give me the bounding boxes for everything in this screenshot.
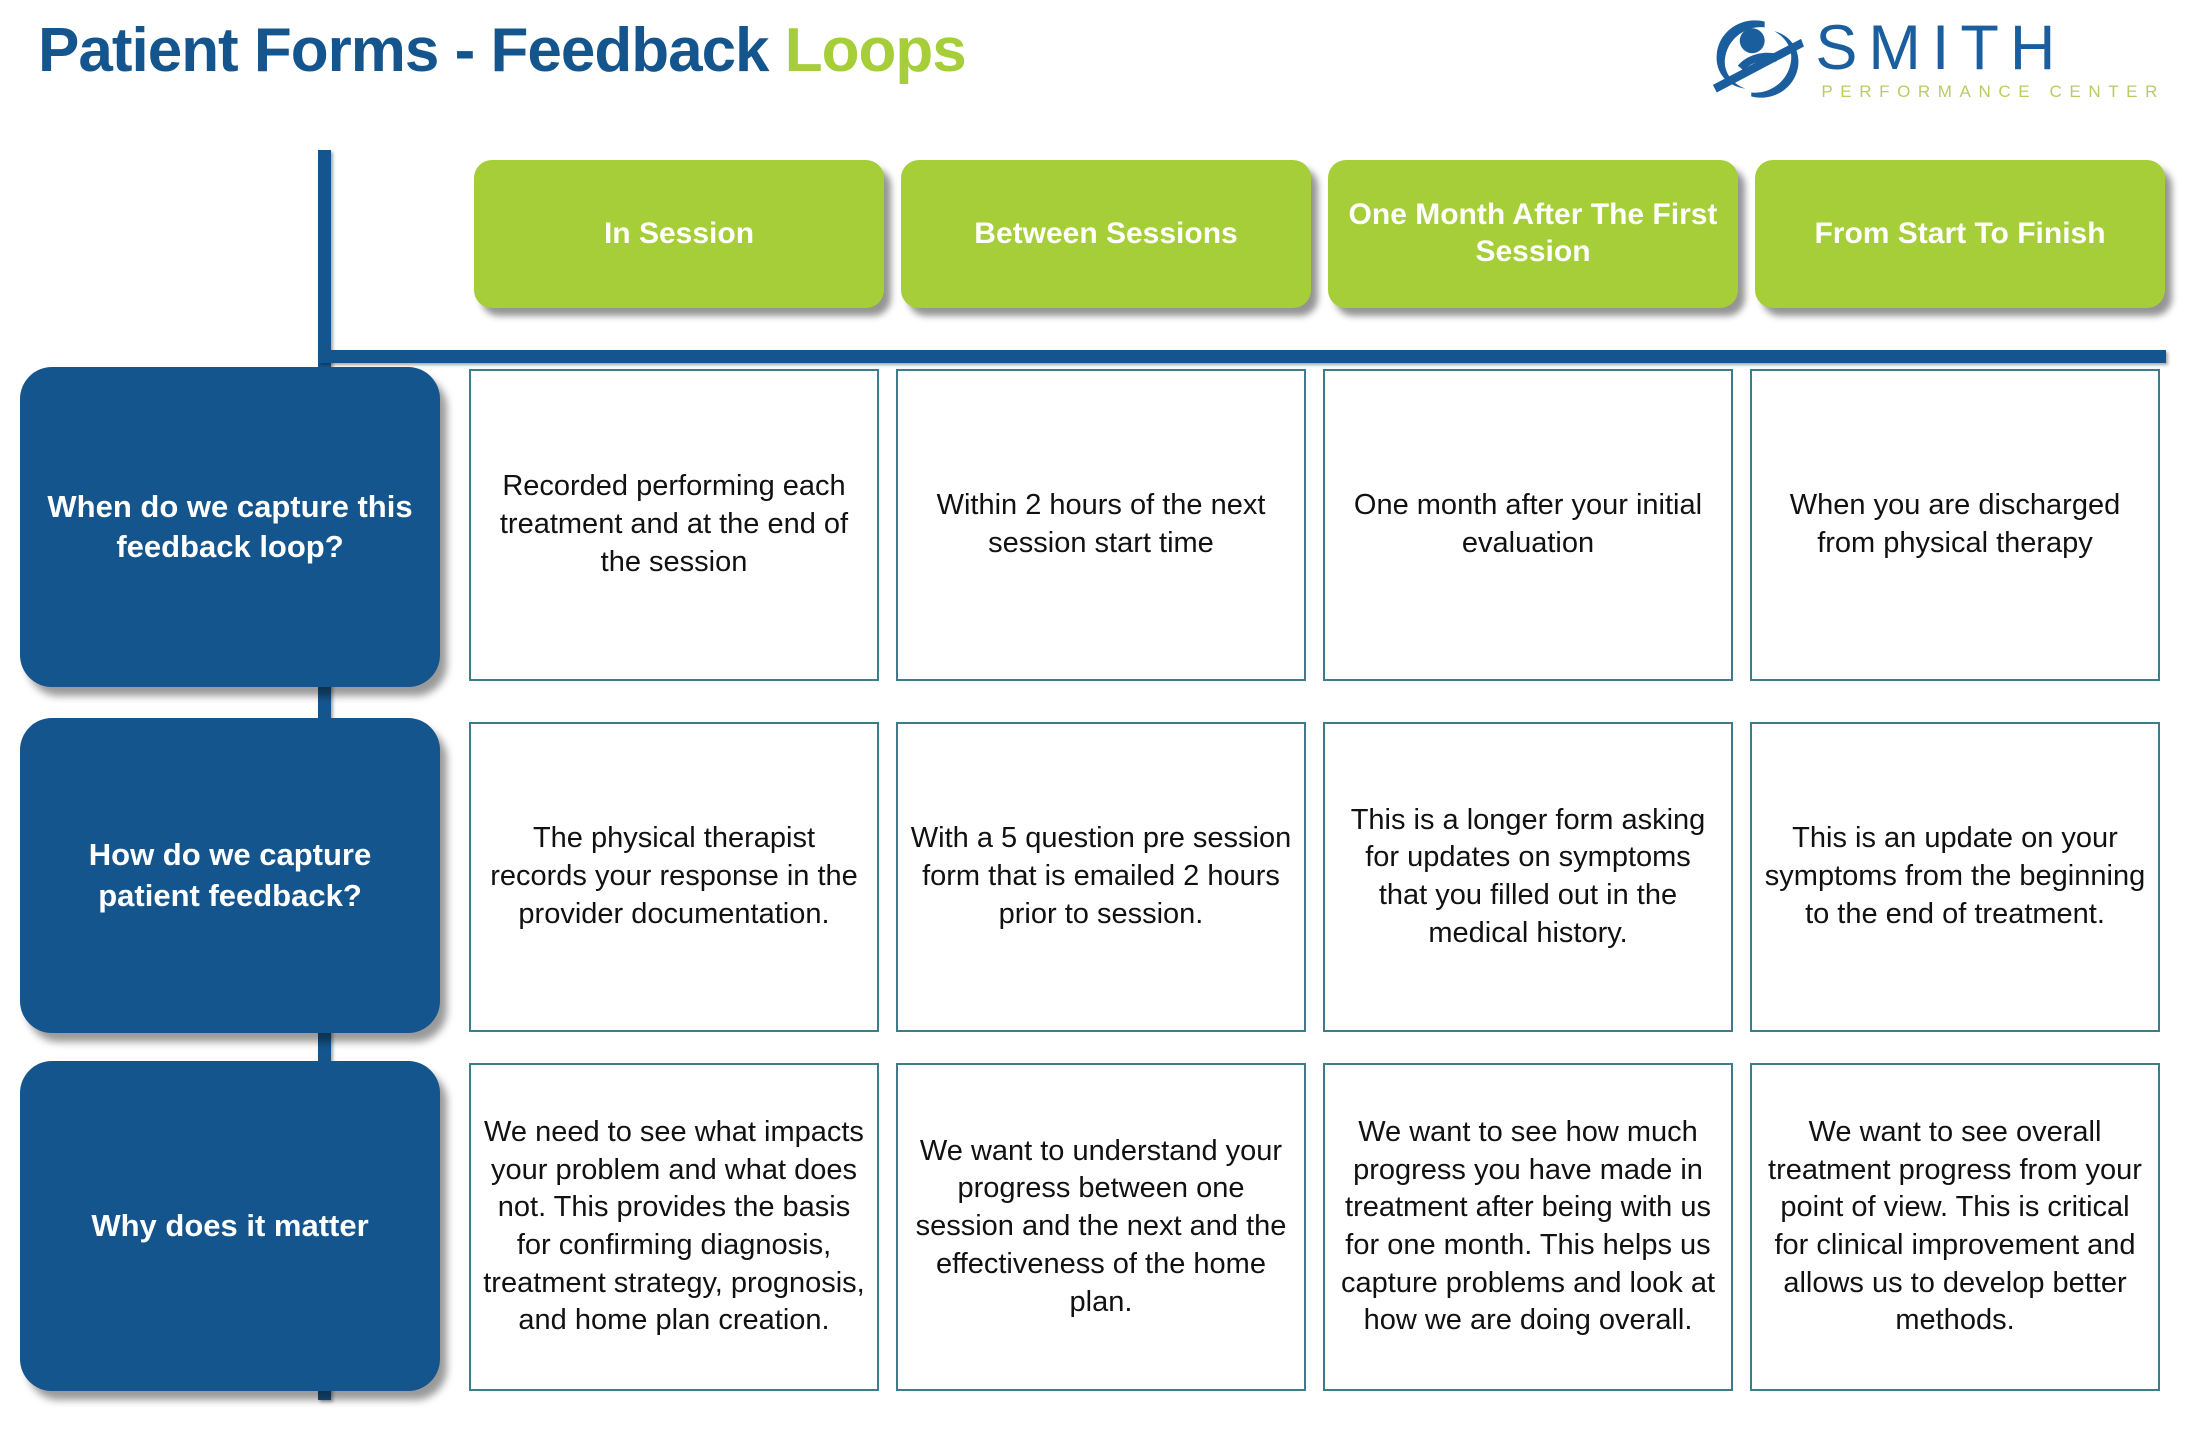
row-label-text: How do we capture patient feedback? — [88, 837, 372, 913]
table-cell: We want to see overall treatment progres… — [1750, 1063, 2160, 1391]
table-cell: This is an update on your symptoms from … — [1750, 722, 2160, 1032]
cell-text: This is an update on your symptoms from … — [1764, 822, 2146, 930]
column-header-label: One Month After The First Session — [1348, 198, 1718, 268]
table-cell: The physical therapist records your resp… — [469, 722, 879, 1032]
row-label-text: When do we capture this feedback loop? — [47, 488, 413, 564]
row-label-how-do-we-capture[interactable]: How do we capture patient feedback? — [20, 718, 440, 1033]
table-cell: We want to understand your progress betw… — [896, 1063, 1306, 1391]
smith-performance-center-logo: SMITH PERFORMANCE CENTER — [1709, 8, 2165, 108]
page-title: Patient Forms - Feedback Loops — [38, 20, 967, 82]
cell-text: Recorded performing each treatment and a… — [499, 470, 849, 578]
page-title-primary: Patient Forms - Feedback — [38, 16, 770, 85]
cell-text: The physical therapist records your resp… — [490, 822, 858, 930]
cell-text: We want to see overall treatment progres… — [1768, 1115, 2142, 1337]
table-cell: We need to see what impacts your problem… — [469, 1063, 879, 1391]
table-cell: With a 5 question pre session form that … — [896, 722, 1306, 1032]
cell-text: This is a longer form asking for updates… — [1350, 803, 1706, 949]
page-title-accent: Loops — [784, 16, 967, 85]
column-header-in-session[interactable]: In Session — [474, 160, 884, 308]
table-cell: When you are discharged from physical th… — [1750, 369, 2160, 681]
column-header-label: Between Sessions — [974, 216, 1238, 250]
cell-text: With a 5 question pre session form that … — [910, 822, 1292, 930]
table-cell: Within 2 hours of the next session start… — [896, 369, 1306, 681]
cell-text: We want to see how much progress you hav… — [1341, 1115, 1715, 1337]
logo-wordmark: SMITH — [1815, 12, 2067, 83]
table-cell: Recorded performing each treatment and a… — [469, 369, 879, 681]
horizontal-divider-rail — [318, 350, 2166, 363]
cell-text: Within 2 hours of the next session start… — [936, 489, 1266, 559]
row-label-text: Why does it matter — [91, 1207, 369, 1243]
table-cell: We want to see how much progress you hav… — [1323, 1063, 1733, 1391]
row-label-why-does-it-matter[interactable]: Why does it matter — [20, 1061, 440, 1391]
logo-tagline: PERFORMANCE CENTER — [1821, 82, 2165, 102]
cell-text: When you are discharged from physical th… — [1789, 489, 2121, 559]
column-header-label: In Session — [603, 216, 755, 250]
smith-swoosh-logo-icon — [1713, 20, 1805, 98]
column-header-label: From Start To Finish — [1814, 216, 2106, 250]
logo-text-block: SMITH PERFORMANCE CENTER — [1815, 12, 2165, 102]
column-header-from-start-to-finish[interactable]: From Start To Finish — [1755, 160, 2165, 308]
cell-text: We want to understand your progress betw… — [915, 1134, 1287, 1318]
row-label-when-do-we-capture[interactable]: When do we capture this feedback loop? — [20, 367, 440, 687]
column-header-one-month-after-first-session[interactable]: One Month After The First Session — [1328, 160, 1738, 308]
cell-text: We need to see what impacts your problem… — [483, 1115, 865, 1337]
table-cell: This is a longer form asking for updates… — [1323, 722, 1733, 1032]
column-header-between-sessions[interactable]: Between Sessions — [901, 160, 1311, 308]
table-cell: One month after your initial evaluation — [1323, 369, 1733, 681]
cell-text: One month after your initial evaluation — [1353, 489, 1703, 559]
